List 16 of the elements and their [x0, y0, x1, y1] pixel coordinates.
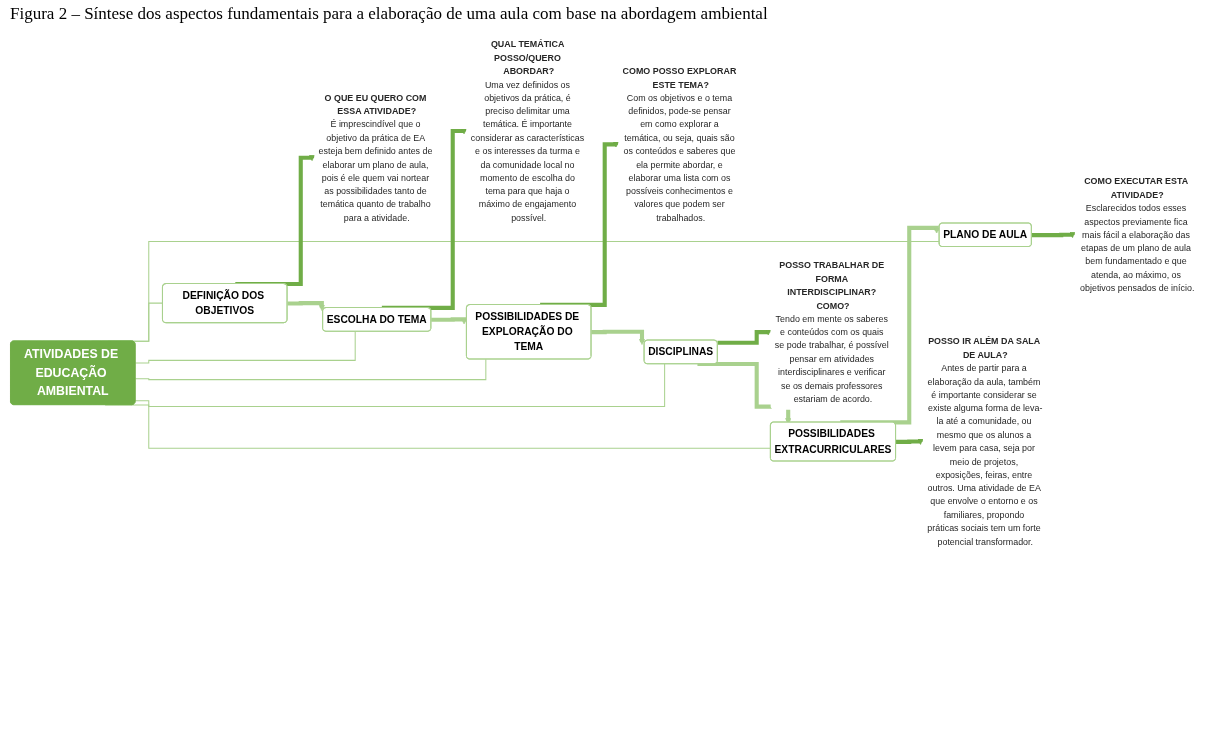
node-text: QUAL TEMÁTICA POSSO/QUERO ABORDAR? Uma vez definidos os objetivos da prática, é preciso delimitar uma temática. É importante considerar as características e os interesses da turma e da comunidade local no momento de escolha do tema para que haja o máximo de engajamento possível.: [470, 38, 585, 223]
figure-title: Figura 2 – Síntese dos aspectos fundamentais para a elaboração de uma aula com base na abordagem ambiental: [9, 3, 769, 25]
node-text: O QUE EU QUERO COM ESSA ATIVIDADE? É imprescindível que o objetivo da prática de EA esteja bem definido antes de elaborar um plano de aula, pois é ele quem vai nortear as possibilidades tanto de temática quanto de trabalho para a atividade.: [318, 92, 433, 223]
arrow: [381, 128, 468, 310]
node-text: COMO POSSO EXPLORAR ESTE TEMA? Com os objetivos e o tema definidos, pode-se pensar em como explorar a temática, ou seja, quais são os conteúdos e saberes que ela permite abordar, e elaborar uma lista com os possíveis conhecimentos e valores que podem ser trabalhados.: [622, 65, 737, 223]
arrow: [1031, 232, 1076, 239]
node-text: COMO EXECUTAR ESTA ATIVIDADE? Esclarecidos todos esses aspectos previamente fica mais fácil a elaboração das etapas de um plano de aula bem fundamentado e que atenda, ao máximo, os objetivos pensados de início.: [1080, 176, 1195, 294]
arrow: [287, 301, 325, 311]
arrow: [717, 329, 772, 345]
arrow: [591, 329, 645, 345]
arrow: [895, 438, 924, 445]
connector: [134, 331, 356, 364]
connector: [134, 358, 487, 381]
arrow: [540, 141, 619, 307]
node-text: POSSO IR ALÉM DA SALA DE AULA? Antes de partir para a elaboração da aula, também é importante considerar se existe alguma forma de leva-la até a comunidade, ou mesmo que os alunos a levem para casa, seja por meio de projetos, exposições, feiras, entre outros. Uma atividade de EA que envolve o entorno e os familiares, propondo práticas sociais tem um forte potencial transformador.: [927, 336, 1043, 547]
connector: [134, 363, 666, 408]
